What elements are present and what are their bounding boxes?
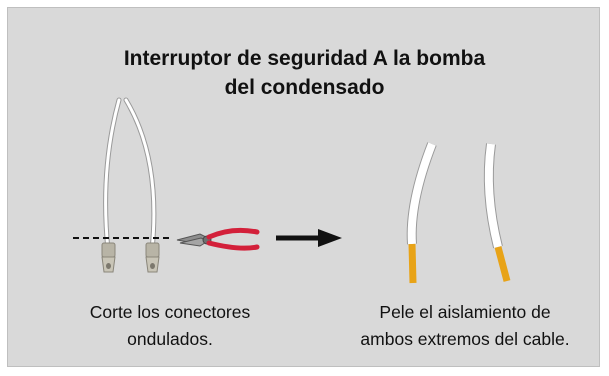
right-arrow-icon [276,229,342,247]
instruction-title: Interruptor de seguridad A la bomba del … [0,44,609,102]
title-line-2: del condensado [224,76,385,99]
step-cut-caption: Corte los conectores ondulados. [60,299,280,353]
step-strip-line-2: ambos extremos del cable. [360,329,570,349]
step-cut-line-1: Corte los conectores [89,302,251,322]
wire-cutter-pliers-icon [176,227,260,251]
title-line-1: Interruptor de seguridad A la bomba [123,47,486,70]
wire-pair-with-spade-terminals-icon [101,97,160,273]
step-cut-line-2: ondulados. [127,329,213,349]
step-strip-line-1: Pele el aislamiento de [379,302,551,322]
step-strip-caption: Pele el aislamiento de ambos extremos de… [330,299,600,353]
stripped-wire-pair-icon [406,142,511,284]
